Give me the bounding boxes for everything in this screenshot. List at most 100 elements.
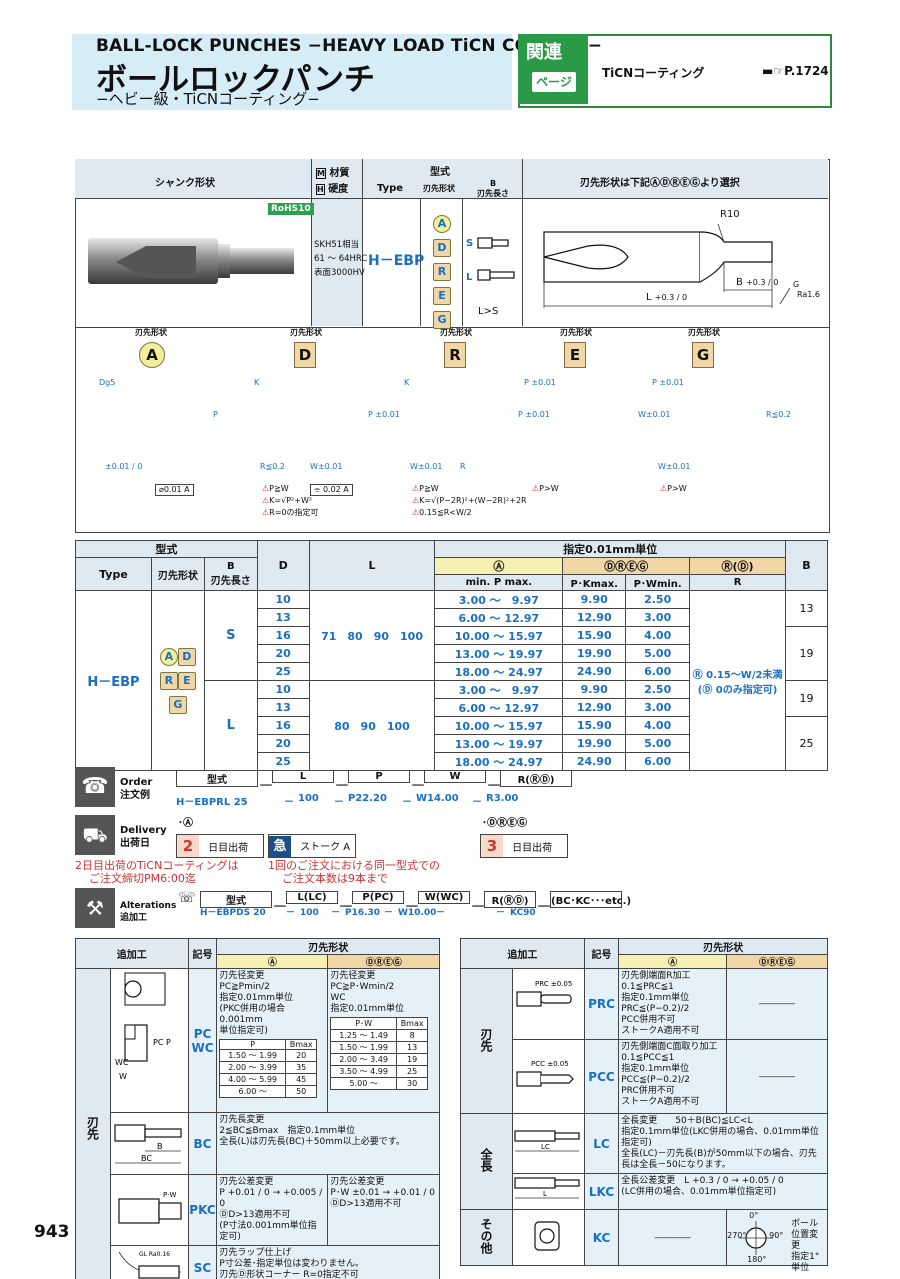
cell-r-note: Ⓡ 0.15～W/2未満(Ⓓ 0のみ指定可) (690, 591, 786, 771)
mini-td: 19 (396, 1054, 428, 1066)
spec-line: 単位指定可) (219, 1026, 325, 1037)
alt-l-h-process: 追加工 (76, 939, 189, 969)
alt-r-h-a: Ⓐ (619, 955, 727, 969)
tip-dim-label: P ±0.01 (524, 378, 556, 388)
book-icon: ▬☞ (762, 64, 784, 78)
col-type: Type (377, 183, 403, 194)
svg-text:PCC ±0.05: PCC ±0.05 (531, 1060, 569, 1068)
field-box: R(ⓇⒹ) (484, 891, 536, 908)
mini-td: 35 (285, 1062, 317, 1074)
example-value: R3.00 (486, 793, 518, 804)
tolerance-frame: ⌯ 0.02 A (310, 484, 353, 496)
cell-pk: 12.90 (563, 699, 626, 717)
spec-line: ストークA適用不可 (621, 1097, 724, 1108)
tip-shape-code-g: G (692, 342, 714, 368)
tip-dim-label: P ±0.01 (368, 410, 400, 420)
tip-shape-code-e: E (564, 342, 586, 368)
tip-note: ⚠K=√P²+W² (262, 496, 312, 506)
code-lc: LC (584, 1114, 618, 1174)
spec-line: ⒹD>13適用不可 (330, 1199, 437, 1210)
tip-shape-header: 刃先形状 (290, 328, 322, 338)
related-label-page: ページ (532, 72, 576, 92)
lkc-text: 全長公差変更 L +0.3 / 0 → +0.05 / 0(LC併用の場合、0.… (619, 1174, 828, 1210)
field-box: R(ⓇⒹ) (500, 770, 572, 787)
tip-dim-label: K (404, 378, 409, 388)
spec-line: 刃先Ⓓ形状コーナー R=0指定不可 (219, 1270, 437, 1279)
alt-r-group-tip: 刃先 (461, 969, 513, 1114)
tip-dim-label: R (460, 462, 466, 472)
delivery-dreg-box: 3 日目出荷 (480, 834, 568, 858)
tip-shape-code-r: R (444, 342, 466, 368)
size-group-l: L (204, 681, 257, 771)
svg-text:B: B (157, 1142, 163, 1151)
tip-dim-label: R≦0.2 (260, 462, 285, 472)
th-l: L (309, 541, 435, 591)
col-material: M 材質 (316, 164, 349, 179)
tip-shape-header: 刃先形状 (440, 328, 472, 338)
spec-line: (P寸法0.001mm単位指定可) (219, 1221, 325, 1243)
example-value: W14.00 (416, 793, 459, 804)
related-page-link[interactable]: ▬☞P.1724 (762, 64, 829, 78)
svg-text:WC: WC (115, 1058, 129, 1067)
alt-l-h-dreg: ⒹⓇⒺⒼ (328, 955, 440, 969)
mini-td: 1.25 ～ 1.49 (331, 1030, 396, 1042)
cell-pw: 6.00 (626, 753, 690, 771)
field-box: L (272, 770, 334, 783)
tip-note: ⚠R=0の指定可 (262, 508, 319, 518)
delivery-a-box: 2 日目出荷 (176, 834, 264, 858)
spec-line: 刃先径変更 (330, 971, 437, 982)
tip-len-rel: L>S (478, 306, 498, 317)
cell-l: 80 90 100 (309, 681, 435, 771)
svg-text:W: W (119, 1072, 127, 1081)
spec-line: 刃先公差変更 (330, 1177, 437, 1188)
alt-l-h-a: Ⓐ (217, 955, 328, 969)
cell-pw: 6.00 (626, 663, 690, 681)
spec-line: PC≧P･Wmin/2 (330, 982, 437, 993)
tip-code-a: A (433, 215, 451, 233)
cell-pw: 4.00 (626, 627, 690, 645)
truck-icon: ⛟ (75, 815, 115, 855)
tip-length-icons (476, 232, 520, 282)
cell-pk: 9.90 (563, 591, 626, 609)
example-value: W10.00 (398, 908, 436, 918)
tip-shape-header: 刃先形状 (560, 328, 592, 338)
mini-td: 20 (285, 1050, 317, 1062)
svg-text:BC: BC (141, 1154, 152, 1163)
mini-td: 6.00 ～ (220, 1086, 285, 1098)
alt-r-h-code: 記号 (584, 939, 618, 969)
prc-diagram: PRC ±0.05 (513, 969, 585, 1040)
alt-r-h-process: 追加工 (461, 939, 585, 969)
punch-photo (86, 232, 306, 292)
stroke-a-box: 急 ストーク A (268, 834, 356, 858)
spec-line: 2≦BC≦Bmax 指定0.1mm単位 (219, 1126, 437, 1137)
alt-r-h-dreg: ⒹⓇⒺⒼ (727, 955, 828, 969)
tip-code-e: E (433, 287, 451, 305)
drawing-ra: Ra1.6 (797, 290, 820, 300)
spec-line: 刃先長変更 (219, 1115, 437, 1126)
tip-dim-label: P (213, 410, 218, 420)
example-value: 100 (300, 908, 319, 918)
mini-td: 5.00 ～ (331, 1078, 396, 1090)
spec-line: 全長変更 50＋B(BC)≦LC<L (621, 1116, 825, 1127)
lc-diagram: LC (513, 1114, 585, 1174)
size-type: H－EBP (76, 591, 152, 771)
cell-d: 25 (257, 663, 309, 681)
mini-td: 2.00 ～ 3.99 (220, 1062, 285, 1074)
code-pcc: PCC (584, 1040, 618, 1114)
alt-r-group-other: その他 (461, 1210, 513, 1266)
spec-line: 指定0.1mm単位 (621, 1064, 724, 1075)
spec-line: ボール (791, 1219, 825, 1230)
cell-b: 19 (785, 681, 827, 717)
tip-dim-label: R≦0.2 (766, 410, 791, 420)
field-box: L(LC) (286, 891, 338, 904)
tip-dim-label: W±0.01 (310, 462, 342, 472)
cell-p: 10.00 ～ 15.97 (435, 627, 563, 645)
tip-shape-code-d: D (294, 342, 316, 368)
